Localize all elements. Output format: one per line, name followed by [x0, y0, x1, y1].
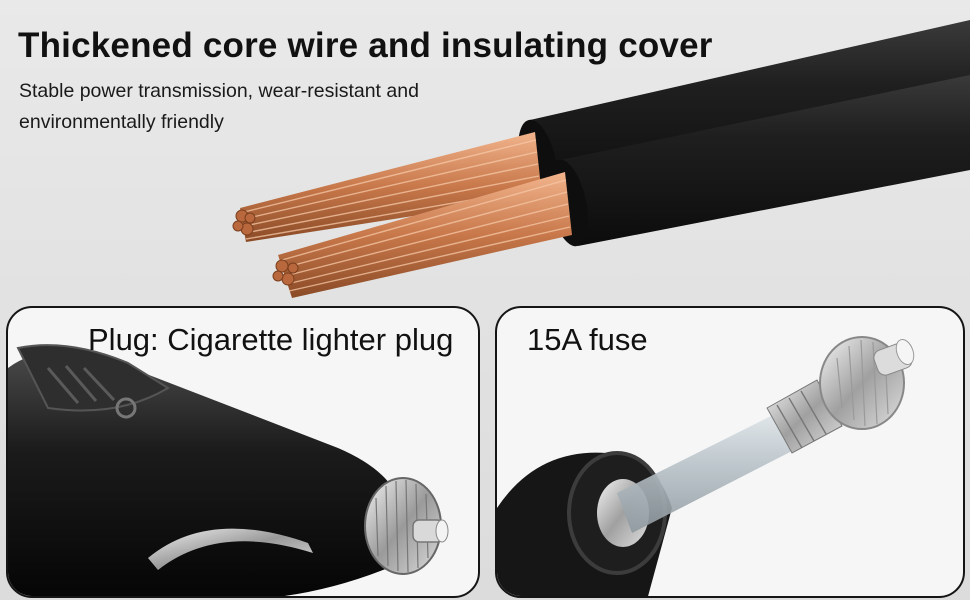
spring-contact [148, 528, 313, 570]
plug-label: Plug: Cigarette lighter plug [88, 322, 454, 357]
copper-strands-upper [232, 132, 542, 242]
subheadline: Stable power transmission, wear-resistan… [19, 76, 499, 138]
fuse-label: 15A fuse [527, 322, 648, 357]
subheadline-line-2: environmentally friendly [19, 111, 224, 133]
twin-core-cable-image [232, 20, 970, 298]
fuse-image [497, 336, 915, 596]
insulation-sheath [518, 20, 970, 247]
cigarette-lighter-plug-image [8, 344, 449, 596]
copper-strands-lower [272, 172, 572, 298]
button-circle-icon [115, 397, 137, 419]
subheadline-line-1: Stable power transmission, wear-resistan… [19, 80, 419, 102]
headline: Thickened core wire and insulating cover [18, 26, 713, 65]
fuse-panel: 15A fuse [495, 306, 965, 598]
plug-panel: Plug: Cigarette lighter plug [6, 306, 480, 598]
